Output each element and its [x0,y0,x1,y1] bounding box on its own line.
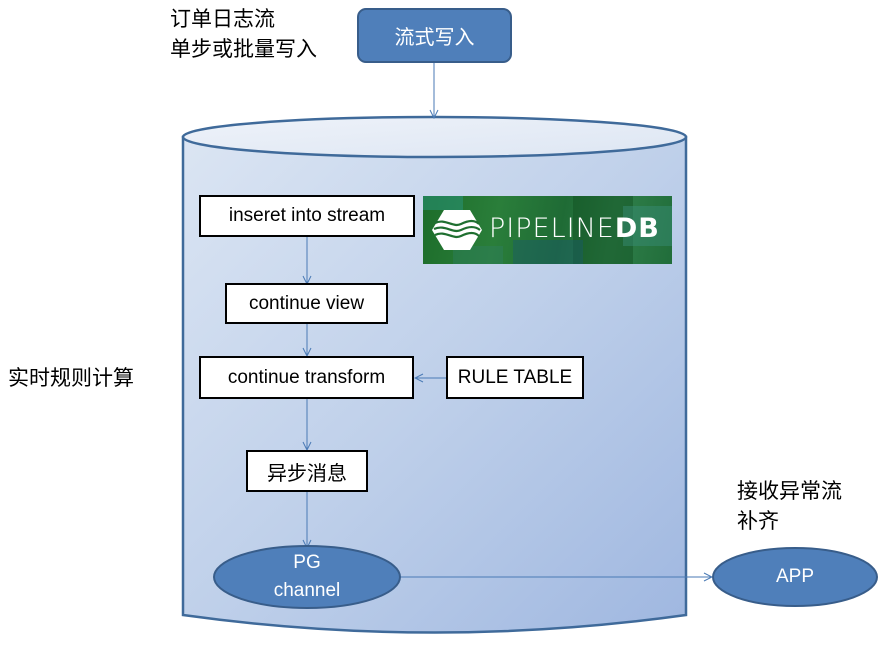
source-annotation: 订单日志流 单步或批量写入 [170,4,317,64]
database-cylinder-top [181,115,688,159]
pg-channel-node[interactable] [213,545,401,609]
stream-write-node[interactable]: 流式写入 [357,8,512,63]
pg-channel-label: PG channel [214,549,400,605]
app-node[interactable] [712,547,878,607]
app-label: APP [775,566,815,587]
receive-annotation-line2: 补齐 [737,509,779,533]
pipelinedb-logo: PIPELINEDB [423,196,672,264]
async-message-node[interactable]: 异步消息 [246,450,368,492]
source-annotation-line1: 订单日志流 [170,7,275,31]
rule-table-node[interactable]: RULE TABLE [446,356,584,399]
insert-into-stream-node[interactable]: inseret into stream [199,195,415,237]
realtime-calc-annotation: 实时规则计算 [8,366,134,390]
continue-transform-node[interactable]: continue transform [199,356,414,399]
pg-channel-label-line1: PG [293,552,321,573]
continue-view-node[interactable]: continue view [225,283,388,324]
logo-text-bold: DB [614,213,660,244]
logo-text-light: PIPELINE [489,213,615,244]
receive-annotation: 接收异常流 补齐 [737,476,842,536]
pipelinedb-logo-text: PIPELINEDB [489,213,660,244]
receive-annotation-line1: 接收异常流 [737,479,842,503]
source-annotation-line2: 单步或批量写入 [170,37,317,61]
pipelinedb-hexagon-icon [432,210,482,250]
pg-channel-label-line2: channel [273,580,341,601]
